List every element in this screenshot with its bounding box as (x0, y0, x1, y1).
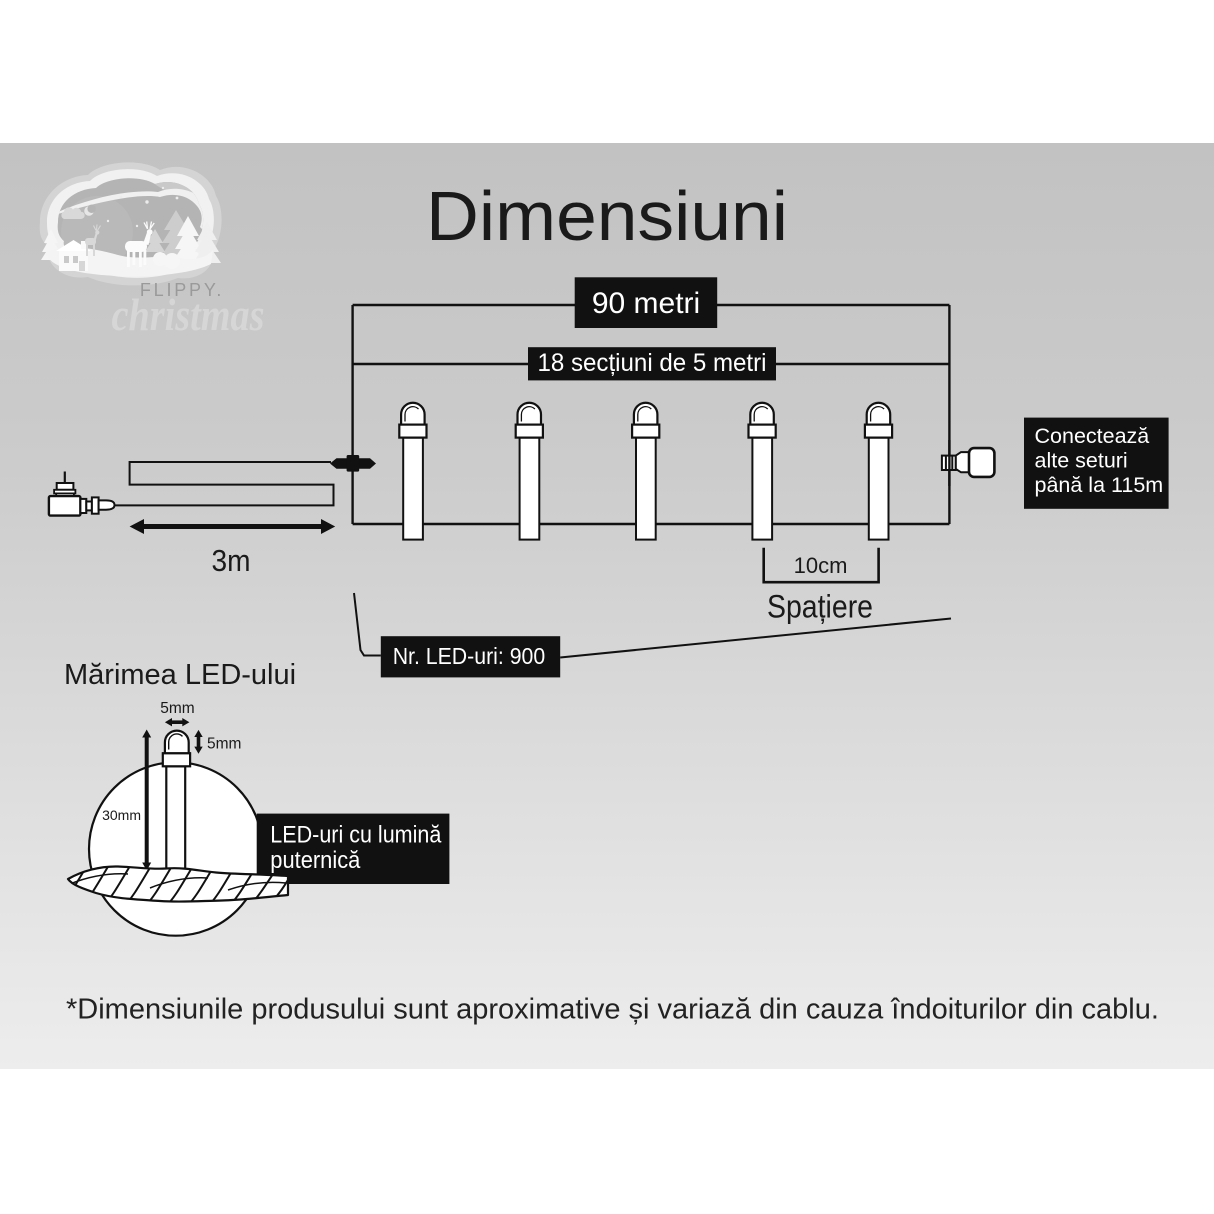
svg-text:Nr. LED-uri: 900: Nr. LED-uri: 900 (393, 643, 546, 669)
svg-text:alte seturi: alte seturi (1035, 449, 1128, 473)
svg-text:Conectează: Conectează (1035, 424, 1150, 448)
svg-text:10cm: 10cm (794, 553, 848, 578)
svg-text:Spațiere: Spațiere (767, 589, 873, 625)
svg-text:90 metri: 90 metri (592, 287, 700, 320)
svg-text:5mm: 5mm (160, 700, 194, 717)
svg-text:FLIPPY.: FLIPPY. (140, 280, 224, 300)
svg-text:până la 115m: până la 115m (1035, 473, 1164, 497)
svg-text:5mm: 5mm (207, 736, 241, 753)
svg-text:christmas: christmas (112, 290, 265, 340)
svg-text:18 secțiuni de 5 metri: 18 secțiuni de 5 metri (538, 349, 767, 377)
svg-text:3m: 3m (212, 543, 251, 578)
svg-text:LED-uri cu lumină: LED-uri cu lumină (270, 821, 442, 848)
svg-text:Mărimea LED-ului: Mărimea LED-ului (64, 659, 296, 691)
svg-text:Dimensiuni: Dimensiuni (426, 177, 788, 255)
svg-text:*Dimensiunile produsului sunt: *Dimensiunile produsului sunt aproximati… (66, 994, 1159, 1026)
svg-text:puternică: puternică (270, 847, 361, 874)
svg-text:30mm: 30mm (102, 807, 141, 823)
